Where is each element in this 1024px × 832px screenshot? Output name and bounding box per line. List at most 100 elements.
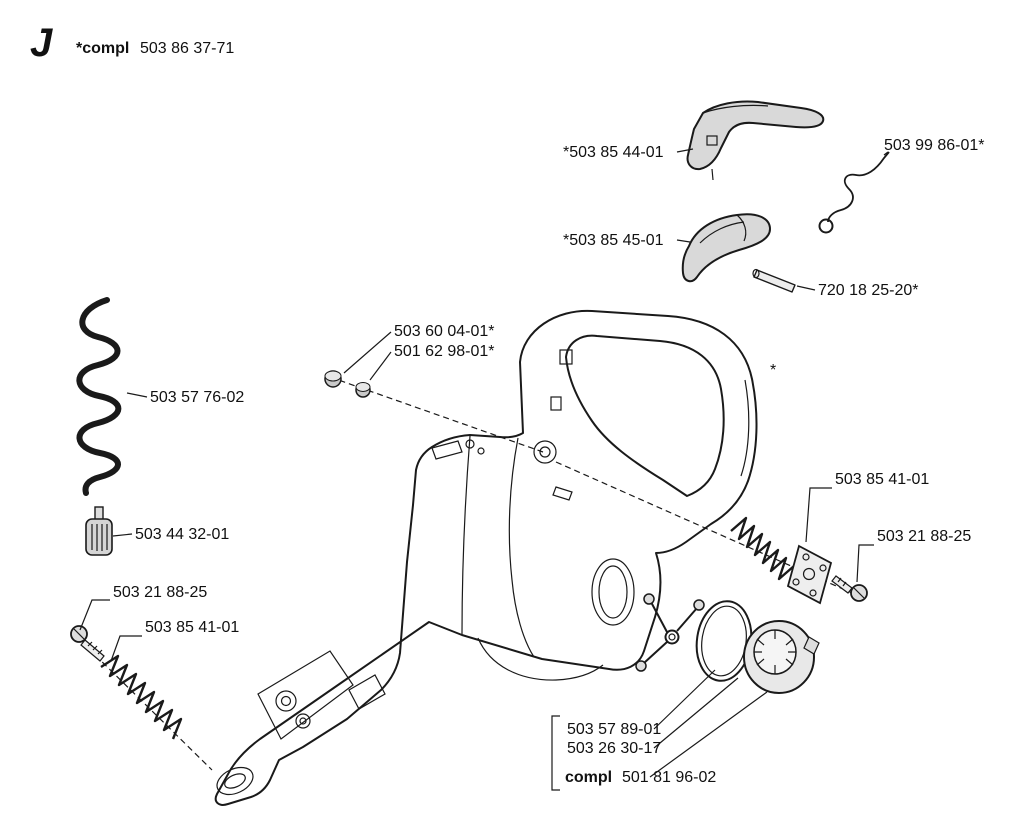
- fuel-filter-ribs: [91, 524, 108, 551]
- label-plug-upper: 503 60 04-01*: [394, 323, 495, 340]
- retainer-arm-3: [643, 641, 668, 664]
- label-screw-left: 503 21 88-25: [113, 584, 207, 601]
- label-cap-compl-word: compl: [565, 769, 612, 786]
- leader-throttle-trigger: [676, 148, 694, 153]
- retainer-ball-3: [635, 660, 647, 672]
- label-damper-left: 503 85 41-01: [145, 619, 239, 636]
- screw-right-threads: [837, 577, 847, 587]
- compl-number-label: 503 86 37-71: [140, 40, 234, 57]
- trigger-lockout-flap: [736, 214, 747, 242]
- screw-left-shaft: [80, 639, 105, 662]
- label-fuel-filter: 503 44 32-01: [135, 526, 229, 543]
- label-trigger-lockout: *503 85 45-01: [563, 232, 664, 249]
- carb-screw-1: [465, 439, 475, 449]
- mid-bracket: [348, 674, 386, 710]
- pin-part: [752, 268, 796, 293]
- plug-lower-top: [355, 382, 371, 392]
- screw-right-shaft: [831, 575, 853, 594]
- fuel-cap-part: [743, 620, 820, 694]
- leader-pin: [796, 285, 816, 291]
- screw-right-slot: [853, 587, 865, 599]
- pin-shape: [753, 269, 796, 293]
- leader-plug-upper: [343, 331, 392, 374]
- assembly-axes: [87, 376, 853, 771]
- tank-slot: [552, 486, 573, 501]
- leader-plug-lower: [369, 351, 392, 381]
- plate-hole-4: [792, 578, 800, 586]
- leader-throttle-wire: [883, 151, 889, 156]
- screw-left-slot: [73, 628, 85, 640]
- pin-end: [752, 268, 760, 279]
- leader-damper-left: [110, 635, 142, 662]
- throttle-trigger-shape: [686, 100, 825, 171]
- plug-lower-part: [355, 382, 371, 398]
- retainer-arm-1: [650, 601, 668, 633]
- front-mount-hole-2-outer: [295, 713, 311, 729]
- leader-trigger-lockout: [676, 239, 691, 243]
- front-mount-hole-1-outer: [275, 690, 297, 712]
- screw-right-part: [831, 575, 868, 602]
- lower-engine-curve: [477, 637, 604, 681]
- throttle-wire-loop: [818, 218, 834, 234]
- retainer-arm-2: [676, 607, 698, 632]
- plate-hole-3: [809, 589, 817, 597]
- throttle-trigger-topline: [702, 104, 769, 114]
- fuel-cap-tab: [803, 636, 820, 655]
- compl-prefix-label: *compl: [76, 40, 129, 57]
- label-plug-lower: 501 62 98-01*: [394, 343, 495, 360]
- foot-oval-inner: [224, 773, 246, 789]
- tank-spring-coil: [76, 297, 122, 496]
- vib-damper-left-spring: [100, 654, 183, 740]
- damper-plate-shape: [786, 544, 833, 605]
- plug-axis-dashed: [329, 376, 544, 453]
- vib-damper-right-plate: [786, 544, 833, 605]
- vib-damper-right-spring: [730, 516, 795, 581]
- carb-plate: [431, 440, 463, 460]
- leader-tank-spring: [126, 392, 148, 398]
- grommet-boss-inner: [539, 446, 551, 458]
- throttle-wire-curve: [827, 151, 890, 223]
- trigger-lockout-part: [681, 213, 771, 283]
- leader-cap-compl: [649, 691, 768, 778]
- plug-upper-top: [324, 370, 342, 382]
- labels-layer: J *compl 503 86 37-71 *503 85 44-01 503 …: [30, 21, 985, 786]
- handle-slot-lower: [550, 396, 562, 411]
- throttle-trigger-pin: [711, 168, 714, 181]
- retainer-ring-outer: [664, 629, 680, 645]
- retainer-ball-2: [693, 599, 705, 611]
- plug-upper-part: [324, 370, 342, 388]
- cap-label-bracket: [551, 715, 560, 791]
- label-tank-spring: 503 57 76-02: [150, 389, 244, 406]
- label-throttle-wire: 503 99 86-01*: [884, 137, 985, 154]
- screw-left-part: [70, 625, 105, 662]
- label-cap-retainer: 503 57 89-01: [567, 721, 661, 738]
- label-cap-compl-number: 501 81 96-02: [622, 769, 716, 786]
- handle-inner-cutout: [565, 334, 725, 497]
- retainer-ball-1: [643, 593, 655, 605]
- plate-hole-1: [802, 553, 810, 561]
- fuel-filter-body: [85, 518, 113, 556]
- right-damper-axis-dashed: [555, 461, 853, 594]
- screw-left-threads: [87, 641, 103, 655]
- side-oval-opening-outer: [591, 558, 635, 626]
- foot-oval: [216, 766, 254, 796]
- leader-screw-left: [79, 599, 110, 631]
- front-mount-plate: [257, 650, 354, 740]
- trigger-lockout-innerline: [699, 221, 745, 244]
- cap-retainer-part: [635, 593, 705, 672]
- retainer-ring-inner: [668, 633, 676, 641]
- front-mount-hole-2-inner: [299, 717, 307, 725]
- label-handle-asterisk: *: [770, 362, 776, 379]
- throttle-trigger-boss: [706, 135, 718, 146]
- grommet-boss-outer: [533, 440, 557, 464]
- left-damper-axis-dashed: [87, 647, 213, 771]
- plate-hole-2: [819, 564, 827, 572]
- label-screw-right: 503 21 88-25: [877, 528, 971, 545]
- label-pin: 720 18 25-20*: [818, 282, 919, 299]
- leader-fuel-filter: [112, 533, 133, 537]
- label-throttle-trigger: *503 85 44-01: [563, 144, 664, 161]
- fuel-filter-nipple: [94, 506, 104, 521]
- side-oval-opening-inner: [598, 565, 628, 619]
